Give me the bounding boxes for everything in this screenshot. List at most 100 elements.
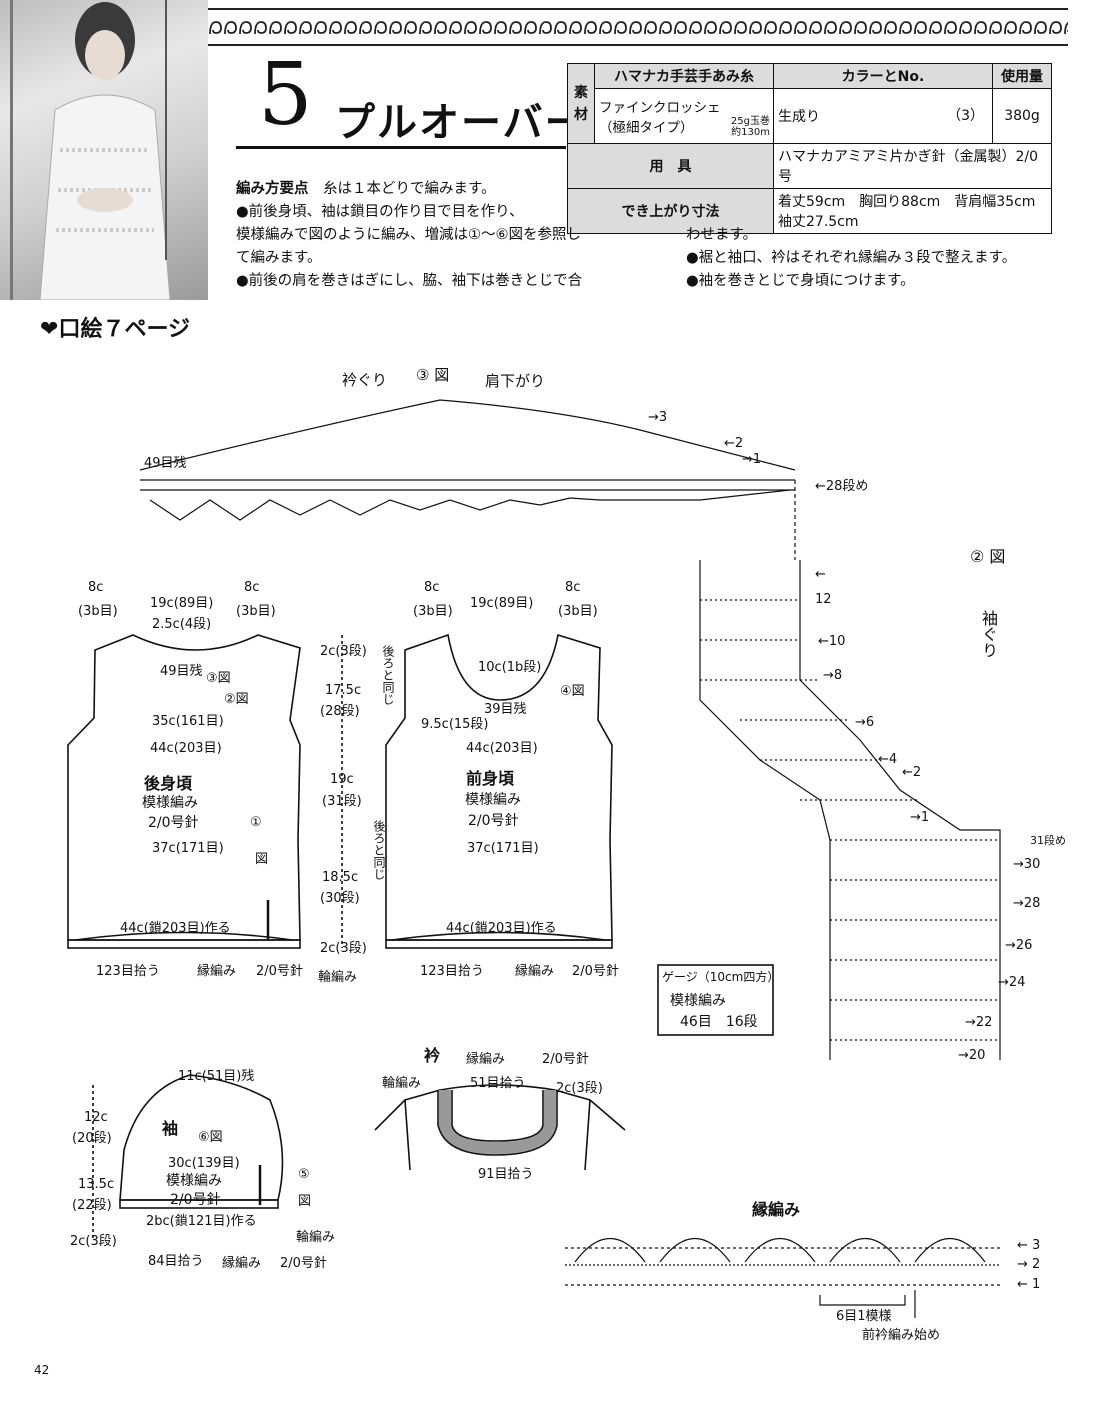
back-width44: 44c(203目) — [150, 741, 222, 756]
sleeve-chain: 2bc(鎖121目)作る — [146, 1214, 257, 1229]
amount-value: 380g — [992, 88, 1052, 144]
sleeve-pick: 84目拾う — [148, 1254, 204, 1269]
front-width1-sts: (3b目) — [413, 604, 453, 619]
front-fig4-ref: ④図 — [560, 684, 585, 699]
back-hem-curve — [74, 931, 293, 941]
header-border-pattern — [208, 14, 1068, 42]
fig2-row28: →28 — [1013, 896, 1041, 911]
sleeve-hook2: 2/0号針 — [280, 1256, 327, 1271]
fig2-row30: →30 — [1013, 857, 1041, 872]
front-neck-width: 10c(1b段) — [478, 660, 542, 675]
height-h2: 17.5c — [325, 683, 362, 698]
fig2-row20: →20 — [958, 1048, 986, 1063]
edging-repeat: 6目1模様 — [836, 1309, 892, 1324]
page-reference: ❤口絵７ページ — [40, 317, 190, 342]
height-h3-rows: (31段) — [322, 794, 362, 809]
fig3-row28: ←28段め — [815, 479, 869, 494]
edging-start: 前衿編み始め — [862, 1328, 941, 1343]
collar-pick: 51目拾う — [470, 1076, 526, 1091]
sleeve-h2-rows: (22段) — [72, 1198, 112, 1213]
collar-hook: 2/0号針 — [542, 1052, 589, 1067]
sleeve-fig5-ref-b: 図 — [298, 1194, 312, 1209]
fig2-chart — [699, 560, 1001, 1060]
fig3-shoulder-label: 肩下がり — [485, 372, 546, 390]
instructions-line: 模様編みで図のように編み、増減は①～⑥図を参照し — [236, 227, 581, 243]
instructions-right: わせます。 ●裾と袖口、衿はそれぞれ縁編み３段で整えます。 ●袖を巻きとじで身頃… — [686, 224, 1016, 293]
collar-side-right — [584, 1099, 591, 1171]
collar-side-left — [404, 1099, 411, 1171]
instructions-line: ●袖を巻きとじで身頃につけます。 — [686, 273, 915, 289]
yarn-cell: ファインクロッシェ （極細タイプ） 25g玉巻 約130m — [594, 88, 774, 144]
instructions-heading: 編み方要点 — [236, 181, 309, 197]
front-hem-curve — [391, 931, 606, 941]
sleeve-name: 袖 — [162, 1119, 179, 1138]
edging-row3: ← 3 — [1017, 1238, 1041, 1253]
back-pattern: 模様編み — [142, 795, 198, 811]
color-header: カラーとNo. — [773, 63, 993, 89]
model-silhouette — [39, 2, 171, 300]
fig2-row10: ←10 — [818, 634, 846, 649]
instructions-line: 糸は１本どりで編みます。 — [323, 181, 496, 197]
back-width3: 8c — [244, 580, 260, 595]
sleeve-top: 11c(51目)残 — [178, 1069, 255, 1084]
size-label: でき上がり寸法 — [567, 188, 774, 234]
front-width1: 8c — [424, 580, 440, 595]
front-width2: 19c(89目) — [470, 596, 534, 611]
back-chain: 44c(鎖203目)作る — [120, 921, 231, 936]
sleeve-edge: 縁編み — [222, 1256, 262, 1271]
sleeve-ring: 輪編み — [296, 1230, 336, 1245]
front-hook: 2/0号針 — [468, 813, 519, 829]
height-h5: 2c(3段) — [320, 941, 367, 956]
collar-pick2: 91目拾う — [478, 1167, 534, 1182]
back-fig3-ref: ③図 — [206, 671, 231, 686]
back-width1: 8c — [88, 580, 104, 595]
collar-shoulders — [374, 1084, 626, 1131]
yarn-length: 約130m — [731, 127, 770, 138]
instructions-left: 編み方要点 糸は１本どりで編みます。 ●前後身頃、袖は鎖目の作り目で目を作り、 … — [236, 178, 582, 293]
front-edge: 縁編み — [515, 964, 555, 979]
front-pattern: 模様編み — [465, 792, 521, 808]
front-pick: 123目拾う — [420, 964, 484, 979]
back-ring: 輪編み — [318, 970, 358, 985]
model-photo — [0, 0, 208, 300]
edging-row1: ← 1 — [1017, 1277, 1041, 1292]
header-border-top — [208, 8, 1068, 10]
back-body-outline — [67, 634, 301, 941]
sleeve-h3: 2c(3段) — [70, 1234, 117, 1249]
color-cell: 生成り （3） — [773, 88, 993, 144]
color-name: 生成り — [778, 109, 820, 125]
back-name: 後身頃 — [144, 774, 193, 793]
front-side-same: 後ろと同じ — [381, 645, 395, 705]
height-h4-rows: (30段) — [320, 891, 360, 906]
front-width3: 8c — [565, 580, 581, 595]
fig2-row8: →8 — [823, 668, 843, 683]
collar-name: 衿 — [424, 1046, 441, 1065]
instructions-line: ●前後の肩を巻きはぎにし、脇、袖下は巻きとじで合 — [236, 273, 583, 289]
instructions-line: ●前後身頃、袖は鎖目の作り目で目を作り、 — [236, 204, 524, 220]
sleeve-h1: 12c — [84, 1110, 108, 1125]
front-side-same-2: 後ろと同じ — [372, 820, 386, 880]
front-width3-sts: (3b目) — [558, 604, 598, 619]
fig2-row24: →24 — [998, 975, 1026, 990]
height-h4: 18.5c — [322, 870, 359, 885]
yarn-name: ファインクロッシェ — [599, 100, 721, 116]
front-width44: 44c(203目) — [466, 741, 538, 756]
sleeve-hook: 2/0号針 — [170, 1192, 221, 1208]
yarn-weight: 25g玉巻 — [730, 116, 770, 127]
back-pick: 123目拾う — [96, 964, 160, 979]
page-number: 42 — [34, 1363, 50, 1377]
back-edge: 縁編み — [197, 964, 237, 979]
edging-title: 縁編み — [752, 1200, 801, 1219]
collar-height: 2c(3段) — [556, 1081, 603, 1096]
back-width35: 35c(161目) — [152, 714, 224, 729]
front-neck-depth: 9.5c(15段) — [421, 717, 489, 732]
back-remain: 49目残 — [160, 664, 203, 679]
fig2-row-arrow: ← — [815, 567, 826, 582]
back-hook2: 2/0号針 — [256, 964, 303, 979]
instructions-line: わせます。 — [686, 227, 758, 243]
collar-band — [439, 1090, 556, 1155]
collar-band-outer — [437, 1090, 558, 1156]
heart-icon: ❤ — [40, 317, 59, 342]
front-name: 前身頃 — [466, 769, 515, 788]
